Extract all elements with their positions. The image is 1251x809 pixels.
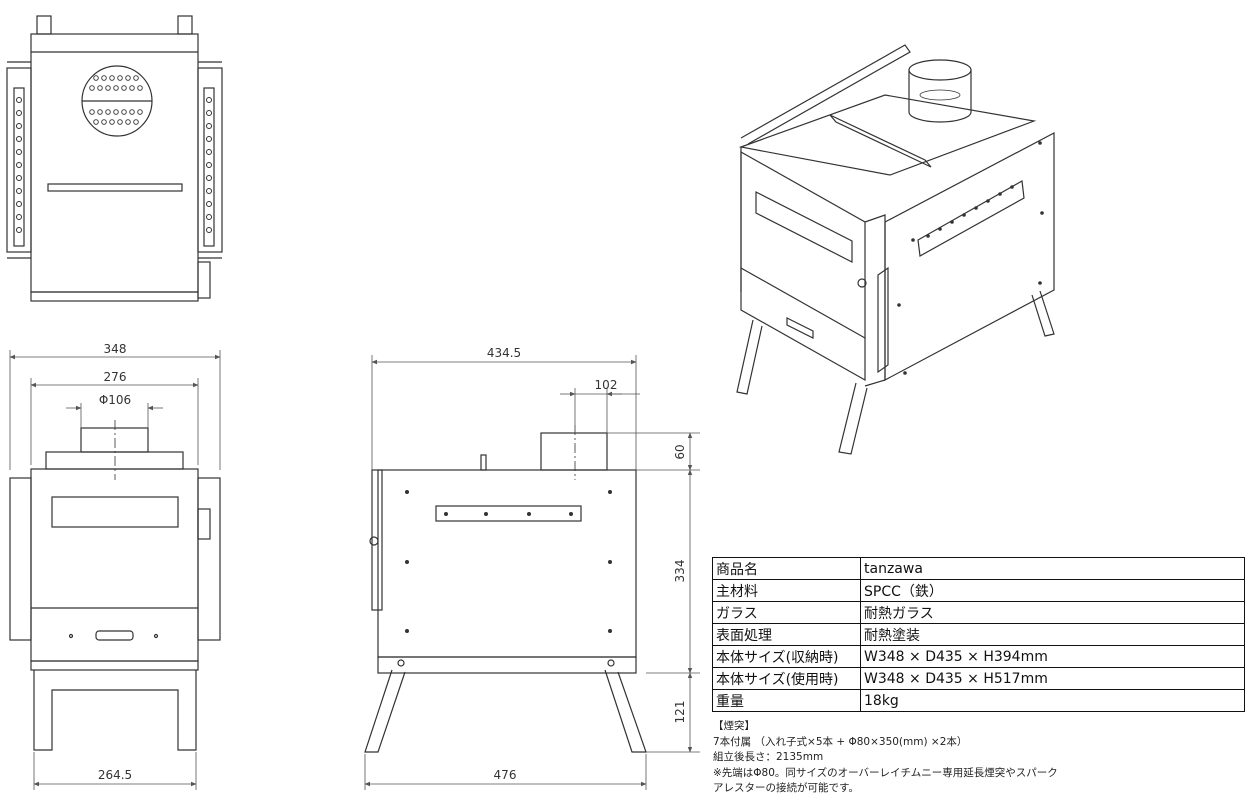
- side-dimensions: [364, 355, 700, 790]
- spec-value: tanzawa: [860, 557, 1245, 580]
- dim-102: 102: [595, 378, 618, 392]
- table-row: 本体サイズ(収納時) W348 × D435 × H394mm: [712, 645, 1245, 668]
- dim-264-5: 264.5: [98, 768, 132, 782]
- side-screws: [405, 490, 612, 633]
- dim-60: 60: [673, 444, 687, 459]
- spec-value: W348 × D435 × H517mm: [860, 667, 1245, 690]
- spec-label: 表面処理: [712, 623, 861, 646]
- side-holes: [16, 97, 212, 233]
- table-row: ガラス 耐熱ガラス: [712, 601, 1245, 624]
- front-view: [9, 420, 221, 751]
- spec-label: 商品名: [712, 557, 861, 580]
- flue-holes: [89, 75, 143, 125]
- notes-line: アレスターの接続が可能です。: [713, 782, 859, 795]
- spec-label: 重量: [712, 689, 861, 712]
- spec-value: 18kg: [860, 689, 1245, 712]
- iso-holes: [897, 141, 1044, 375]
- table-row: 主材料 SPCC（鉄）: [712, 579, 1245, 602]
- table-row: 表面処理 耐熱塗装: [712, 623, 1245, 646]
- dim-121: 121: [673, 701, 687, 724]
- dim-348: 348: [104, 342, 127, 356]
- table-row: 本体サイズ(使用時) W348 × D435 × H517mm: [712, 667, 1245, 690]
- spec-value: 耐熱ガラス: [860, 601, 1245, 624]
- spec-label: ガラス: [712, 601, 861, 624]
- spec-label: 主材料: [712, 579, 861, 602]
- isometric-view: [736, 44, 1055, 455]
- dim-276: 276: [104, 370, 127, 384]
- spec-value: W348 × D435 × H394mm: [860, 645, 1245, 668]
- notes-line: 7本付属 （入れ子式×5本 + Φ80×350(mm) ×2本）: [713, 735, 968, 748]
- side-view: [364, 425, 647, 753]
- spec-label: 本体サイズ(使用時): [712, 667, 861, 690]
- dim-476: 476: [494, 768, 517, 782]
- table-row: 重量 18kg: [712, 689, 1245, 712]
- notes-line: 組立後長さ：2135mm: [713, 751, 824, 764]
- spec-table: 商品名 tanzawa 主材料 SPCC（鉄） ガラス 耐熱ガラス 表面処理 耐…: [712, 557, 1245, 712]
- spec-label: 本体サイズ(収納時): [712, 645, 861, 668]
- spec-value: 耐熱塗装: [860, 623, 1245, 646]
- notes-heading: 【煙突】: [713, 720, 755, 732]
- top-view: [6, 15, 223, 302]
- notes-line: ※先端はΦ80。同サイズのオーバーレイチムニー専用延長煙突やスパーク: [713, 766, 1058, 779]
- dim-434-5: 434.5: [487, 346, 521, 360]
- chimney-notes: 【煙突】 7本付属 （入れ子式×5本 + Φ80×350(mm) ×2本） 組立…: [713, 719, 1058, 797]
- table-row: 商品名 tanzawa: [712, 557, 1245, 580]
- dim-334: 334: [673, 560, 687, 583]
- front-dimensions: [9, 350, 221, 790]
- spec-value: SPCC（鉄）: [860, 579, 1245, 602]
- dim-flue-diameter: Φ106: [99, 393, 131, 407]
